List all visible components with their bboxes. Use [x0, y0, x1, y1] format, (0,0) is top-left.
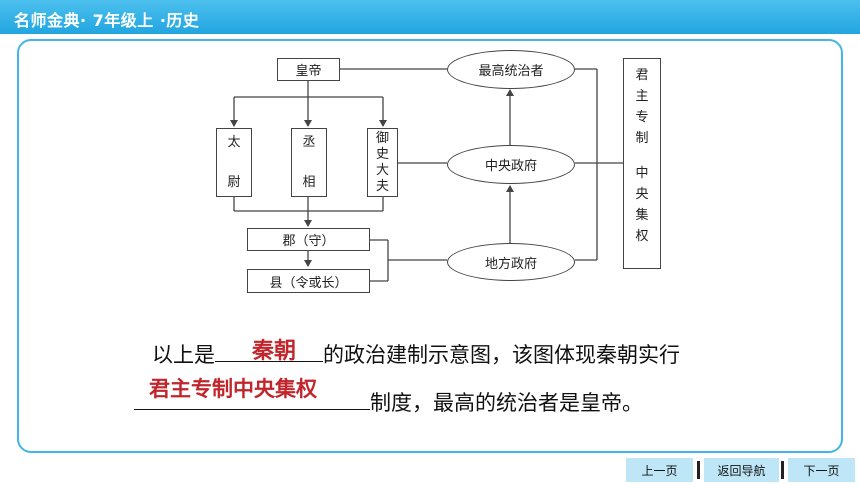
supreme-ruler-label: 最高统治者: [478, 64, 544, 79]
nav-separator: [781, 461, 784, 479]
yushi-char: 大: [375, 163, 389, 178]
jun-box: 郡（守）: [247, 228, 370, 251]
taiwei-box: 太 尉: [216, 128, 252, 197]
supreme-ruler-oval: 最高统治者: [447, 50, 575, 89]
header-title: 名师金典· 7年级上 ·历史: [14, 11, 200, 30]
xian-label: 县（令或长）: [269, 275, 348, 291]
system-char: 央: [635, 187, 649, 202]
system-char: 中: [635, 166, 649, 181]
taiwei-char: 太: [227, 135, 241, 150]
chengxiang-char: 丞: [302, 135, 316, 150]
system-char: 主: [635, 89, 649, 104]
local-gov-oval: 地方政府: [447, 243, 575, 281]
central-gov-label: 中央政府: [484, 159, 537, 174]
question-line-2: 制度，最高的统治者是皇帝。: [134, 387, 643, 417]
yushi-char: 夫: [375, 179, 389, 194]
system-char: 专: [635, 110, 649, 125]
answer-1: 秦朝: [252, 339, 297, 364]
yushi-char: 御: [375, 131, 389, 146]
chengxiang-char: 相: [302, 175, 316, 190]
emperor-label: 皇帝: [295, 64, 322, 79]
system-box: 君 主 专 制 中 央 集 权: [623, 58, 661, 269]
nav-separator: [697, 461, 700, 479]
question-prefix: 以上是: [152, 343, 215, 367]
system-char: 制: [635, 131, 649, 146]
prev-page-button[interactable]: 上一页: [626, 458, 693, 482]
system-char: 集: [635, 208, 649, 223]
next-page-button[interactable]: 下一页: [788, 458, 855, 482]
system-char: 君: [635, 68, 649, 83]
answer-blank-2: [134, 387, 370, 410]
answer-blank-1: [215, 339, 323, 362]
taiwei-char: 尉: [227, 175, 241, 190]
content-panel: [17, 39, 843, 453]
back-to-nav-button[interactable]: 返回导航: [704, 458, 779, 482]
answer-2: 君主专制中央集权: [149, 377, 317, 401]
yushi-char: 史: [375, 147, 389, 162]
question-suffix-2: 制度，最高的统治者是皇帝。: [370, 391, 643, 415]
xian-box: 县（令或长）: [247, 269, 370, 293]
question-line-1: 以上是 的政治建制示意图，该图体现秦朝实行: [152, 339, 680, 369]
chengxiang-box: 丞 相: [291, 128, 327, 197]
yushi-box: 御 史 大 夫: [367, 128, 398, 197]
jun-label: 郡（守）: [282, 234, 335, 249]
emperor-box: 皇帝: [277, 58, 340, 81]
local-gov-label: 地方政府: [484, 256, 537, 272]
header-bar: 名师金典· 7年级上 ·历史: [0, 0, 860, 34]
central-gov-oval: 中央政府: [447, 145, 575, 184]
question-suffix-1: 的政治建制示意图，该图体现秦朝实行: [323, 343, 680, 367]
system-char: 权: [635, 229, 649, 244]
